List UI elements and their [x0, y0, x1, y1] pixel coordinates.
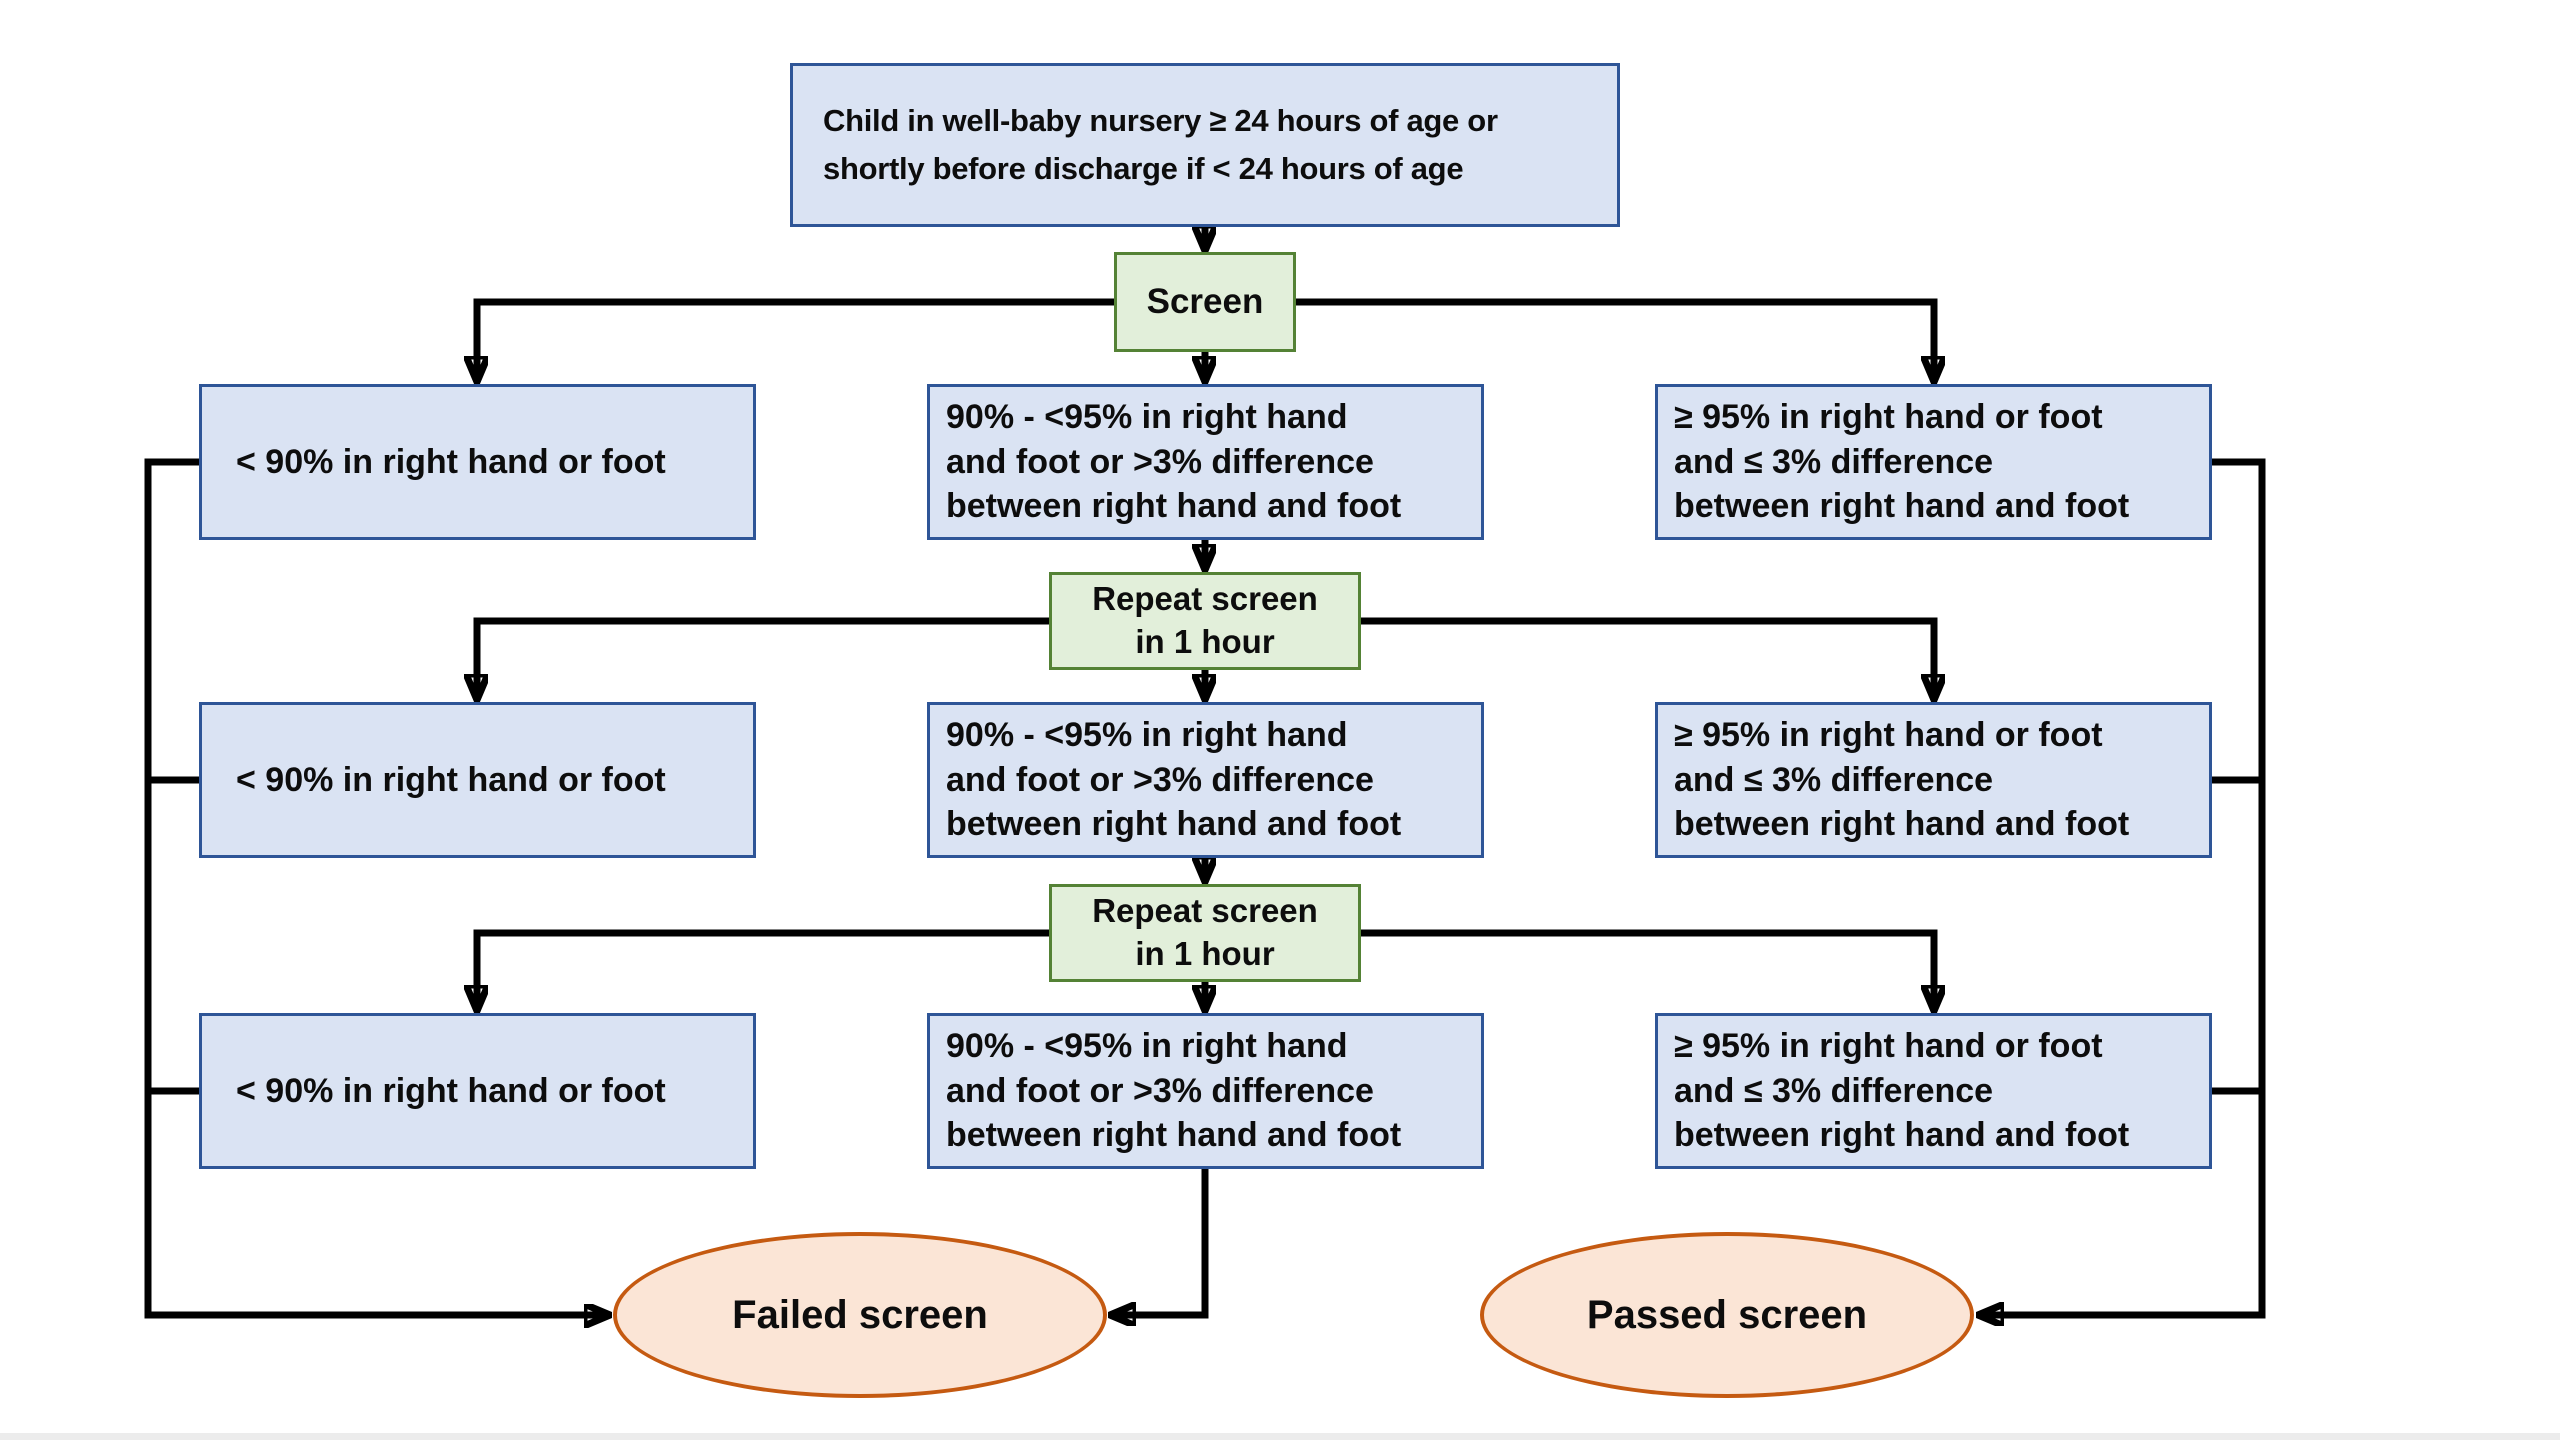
edge-mid3-to-failed [1112, 1169, 1209, 1315]
edge-low-trunk-to-failed [144, 458, 608, 1315]
node-mid-1-label: 90% - <95% in right hand and foot or >3%… [946, 397, 1402, 526]
node-start-label: Child in well-baby nursery ≥ 24 hours of… [823, 102, 1498, 186]
node-high-2-label: ≥ 95% in right hand or foot and ≤ 3% dif… [1674, 715, 2130, 844]
node-mid-2-label: 90% - <95% in right hand and foot or >3%… [946, 715, 1402, 844]
edge-repeat1-to-high2 [1361, 617, 1934, 698]
node-high-2: ≥ 95% in right hand or foot and ≤ 3% dif… [1655, 702, 2212, 858]
node-screen-label: Screen [1146, 281, 1264, 321]
node-repeat-2: Repeat screen in 1 hour [1049, 884, 1361, 982]
edge-repeat2-to-high3 [1361, 929, 1934, 1009]
node-high-3: ≥ 95% in right hand or foot and ≤ 3% dif… [1655, 1013, 2212, 1169]
node-high-1: ≥ 95% in right hand or foot and ≤ 3% dif… [1655, 384, 2212, 540]
edge-screen-to-high1 [1296, 298, 1934, 380]
node-start: Child in well-baby nursery ≥ 24 hours of… [790, 63, 1620, 227]
node-repeat-2-label: Repeat screen in 1 hour [1092, 892, 1318, 972]
node-high-3-label: ≥ 95% in right hand or foot and ≤ 3% dif… [1674, 1026, 2130, 1155]
node-mid-3: 90% - <95% in right hand and foot or >3%… [927, 1013, 1484, 1169]
node-low-1-label: < 90% in right hand or foot [236, 442, 666, 481]
node-low-1: < 90% in right hand or foot [199, 384, 756, 540]
node-low-3: < 90% in right hand or foot [199, 1013, 756, 1169]
node-passed-screen: Passed screen [1480, 1232, 1974, 1398]
edge-high-trunk-to-passed [1980, 458, 2266, 1315]
node-failed-screen: Failed screen [613, 1232, 1107, 1398]
node-mid-3-label: 90% - <95% in right hand and foot or >3%… [946, 1026, 1402, 1155]
edge-screen-to-low1 [477, 298, 1114, 380]
node-repeat-1-label: Repeat screen in 1 hour [1092, 580, 1318, 660]
node-passed-screen-label: Passed screen [1586, 1292, 1868, 1337]
node-low-2-label: < 90% in right hand or foot [236, 760, 666, 799]
edge-repeat1-to-low2 [477, 617, 1049, 698]
node-low-3-label: < 90% in right hand or foot [236, 1071, 666, 1110]
node-high-1-label: ≥ 95% in right hand or foot and ≤ 3% dif… [1674, 397, 2130, 526]
node-screen: Screen [1114, 252, 1296, 352]
node-repeat-1: Repeat screen in 1 hour [1049, 572, 1361, 670]
node-mid-1: 90% - <95% in right hand and foot or >3%… [927, 384, 1484, 540]
bottom-edge-strip [0, 1433, 2560, 1440]
edge-repeat2-to-low3 [477, 929, 1049, 1009]
node-failed-screen-label: Failed screen [732, 1292, 988, 1337]
node-mid-2: 90% - <95% in right hand and foot or >3%… [927, 702, 1484, 858]
node-low-2: < 90% in right hand or foot [199, 702, 756, 858]
